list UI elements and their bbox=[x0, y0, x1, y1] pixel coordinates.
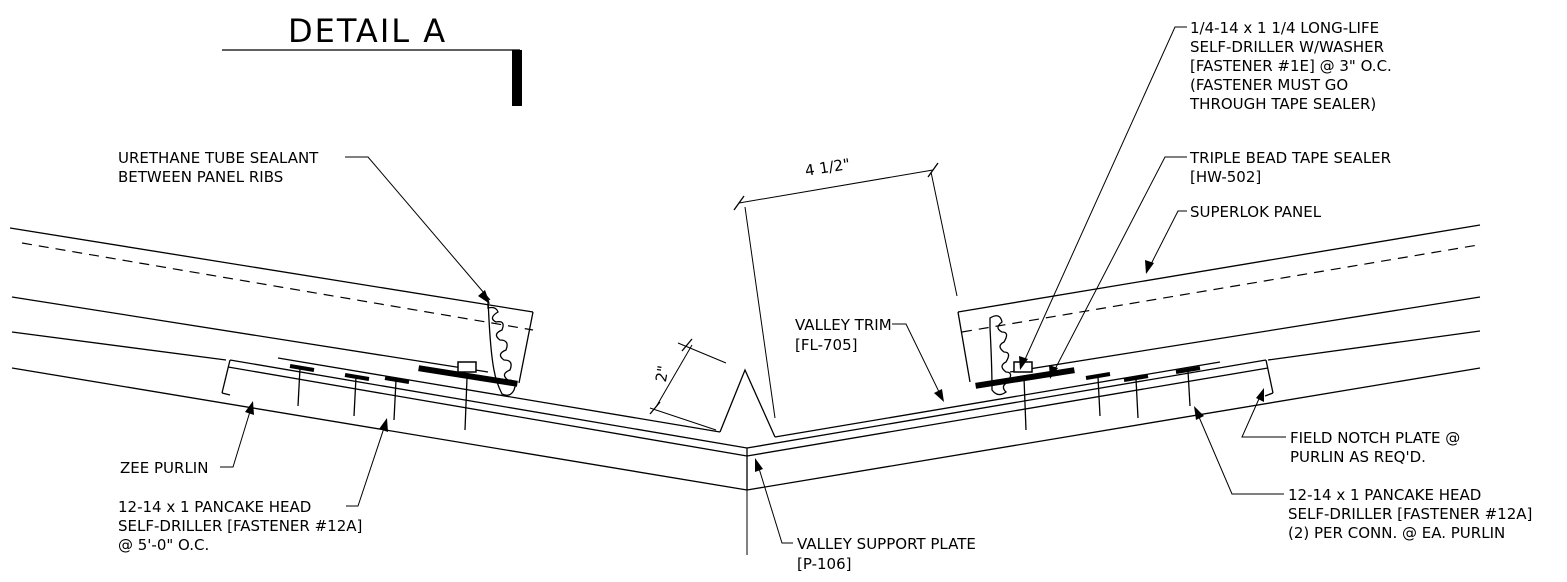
callout-urethane-sealant: URETHANE TUBE SEALANT BETWEEN PANEL RIBS bbox=[118, 149, 491, 304]
left-trim-top bbox=[229, 359, 748, 449]
left-purlin-top bbox=[11, 331, 227, 361]
right-trim-bottom bbox=[746, 367, 1269, 457]
fastener-1e-line-2: SELF-DRILLER W/WASHER bbox=[1190, 38, 1384, 56]
right-panel-end bbox=[957, 311, 971, 383]
left-roof-assembly bbox=[9, 227, 748, 491]
right-panel-hidden-line bbox=[961, 244, 1479, 333]
detail-title: DETAIL A bbox=[288, 12, 447, 50]
callout-field-notch: FIELD NOTCH PLATE @ PURLIN AS REQ'D. bbox=[1241, 388, 1460, 466]
fastener-1e-line-4: (FASTENER MUST GO bbox=[1190, 76, 1348, 94]
detail-title-block: DETAIL A bbox=[222, 12, 522, 106]
urethane-line-1: URETHANE TUBE SEALANT bbox=[118, 149, 319, 167]
washer-fastener-left bbox=[418, 361, 518, 431]
fastener-1e-line-5: THROUGH TAPE SEALER) bbox=[1189, 95, 1376, 113]
dimension-height: 2" bbox=[649, 338, 727, 431]
callout-superlok-panel: SUPERLOK PANEL bbox=[1145, 203, 1322, 274]
left-panel-underside bbox=[277, 357, 721, 433]
right-panel-underside bbox=[774, 361, 1221, 438]
callout-tape-sealer: TRIPLE BEAD TAPE SEALER [HW-502] bbox=[1049, 149, 1391, 379]
left-panel-rib-line bbox=[11, 296, 489, 373]
callout-valley-support: VALLEY SUPPORT PLATE [P-106] bbox=[755, 458, 976, 573]
left-trim-end bbox=[221, 359, 231, 394]
pancake-left-line-2: SELF-DRILLER [FASTENER #12A] bbox=[118, 517, 362, 535]
washer-fastener-right bbox=[975, 361, 1075, 431]
pancake-fastener-left-2 bbox=[344, 373, 370, 417]
fastener-1e-line-1: 1/4-14 x 1 1/4 LONG-LIFE bbox=[1190, 19, 1379, 37]
right-panel-rib-line bbox=[1009, 296, 1481, 373]
right-trim-end bbox=[1265, 359, 1274, 394]
sealant-coil-right bbox=[989, 315, 1012, 396]
field-notch-line-1: FIELD NOTCH PLATE @ bbox=[1290, 429, 1460, 447]
field-notch-line-2: PURLIN AS REQ'D. bbox=[1290, 448, 1426, 466]
callout-fastener-1e: 1/4-14 x 1 1/4 LONG-LIFE SELF-DRILLER W/… bbox=[1019, 19, 1392, 370]
pancake-fastener-right-3 bbox=[1175, 366, 1201, 407]
callout-zee-purlin: ZEE PURLIN bbox=[120, 401, 254, 477]
dimension-width: 4 1/2" bbox=[733, 155, 958, 419]
right-panel-top-line bbox=[957, 224, 1481, 313]
pancake-fastener-left-1 bbox=[289, 364, 315, 407]
fastener-1e-line-3: [FASTENER #1E] @ 3" O.C. bbox=[1190, 57, 1392, 75]
pancake-right-line-1: 12-14 x 1 PANCAKE HEAD bbox=[1288, 486, 1481, 504]
sealant-coil-left bbox=[487, 297, 516, 396]
valley-trim-peak bbox=[719, 368, 776, 438]
pancake-right-line-3: (2) PER CONN. @ EA. PURLIN bbox=[1288, 524, 1505, 542]
pancake-left-line-1: 12-14 x 1 PANCAKE HEAD bbox=[118, 498, 311, 516]
zee-purlin-line-1: ZEE PURLIN bbox=[120, 459, 208, 477]
pancake-fastener-right-1 bbox=[1085, 372, 1111, 417]
right-purlin-bottom bbox=[746, 367, 1481, 491]
valley-trim-line-2: [FL-705] bbox=[795, 336, 857, 354]
valley-trim-line-1: VALLEY TRIM bbox=[795, 316, 892, 334]
urethane-line-2: BETWEEN PANEL RIBS bbox=[118, 168, 283, 186]
dimension-height-label: 2" bbox=[652, 364, 673, 383]
left-panel-top-line bbox=[9, 227, 534, 313]
pancake-fastener-left-3 bbox=[384, 376, 410, 421]
valley-support-line-2: [P-106] bbox=[797, 555, 851, 573]
pancake-left-line-3: @ 5'-0" O.C. bbox=[118, 536, 209, 554]
valley-center bbox=[719, 368, 776, 555]
pancake-right-line-2: SELF-DRILLER [FASTENER #12A] bbox=[1288, 505, 1532, 523]
callout-pancake-right: 12-14 x 1 PANCAKE HEAD SELF-DRILLER [FAS… bbox=[1194, 406, 1532, 542]
left-panel-end bbox=[518, 311, 534, 384]
dimension-width-label: 4 1/2" bbox=[804, 155, 852, 180]
valley-support-line-1: VALLEY SUPPORT PLATE bbox=[797, 535, 976, 553]
pancake-fastener-right-2 bbox=[1123, 374, 1149, 419]
callout-pancake-left: 12-14 x 1 PANCAKE HEAD SELF-DRILLER [FAS… bbox=[118, 418, 388, 554]
callout-valley-trim: VALLEY TRIM [FL-705] bbox=[795, 316, 944, 402]
tape-sealer-line-1: TRIPLE BEAD TAPE SEALER bbox=[1189, 149, 1391, 167]
left-panel-hidden-line bbox=[21, 242, 534, 331]
left-trim-hook bbox=[221, 392, 231, 396]
right-trim-hook bbox=[1264, 392, 1274, 397]
title-bar bbox=[512, 50, 522, 106]
left-trim-bottom bbox=[227, 366, 748, 457]
tape-sealer-line-2: [HW-502] bbox=[1190, 168, 1261, 186]
right-purlin-top bbox=[1267, 330, 1481, 361]
right-trim-top bbox=[746, 359, 1267, 449]
superlok-line-1: SUPERLOK PANEL bbox=[1190, 203, 1322, 221]
right-roof-assembly bbox=[746, 224, 1481, 491]
